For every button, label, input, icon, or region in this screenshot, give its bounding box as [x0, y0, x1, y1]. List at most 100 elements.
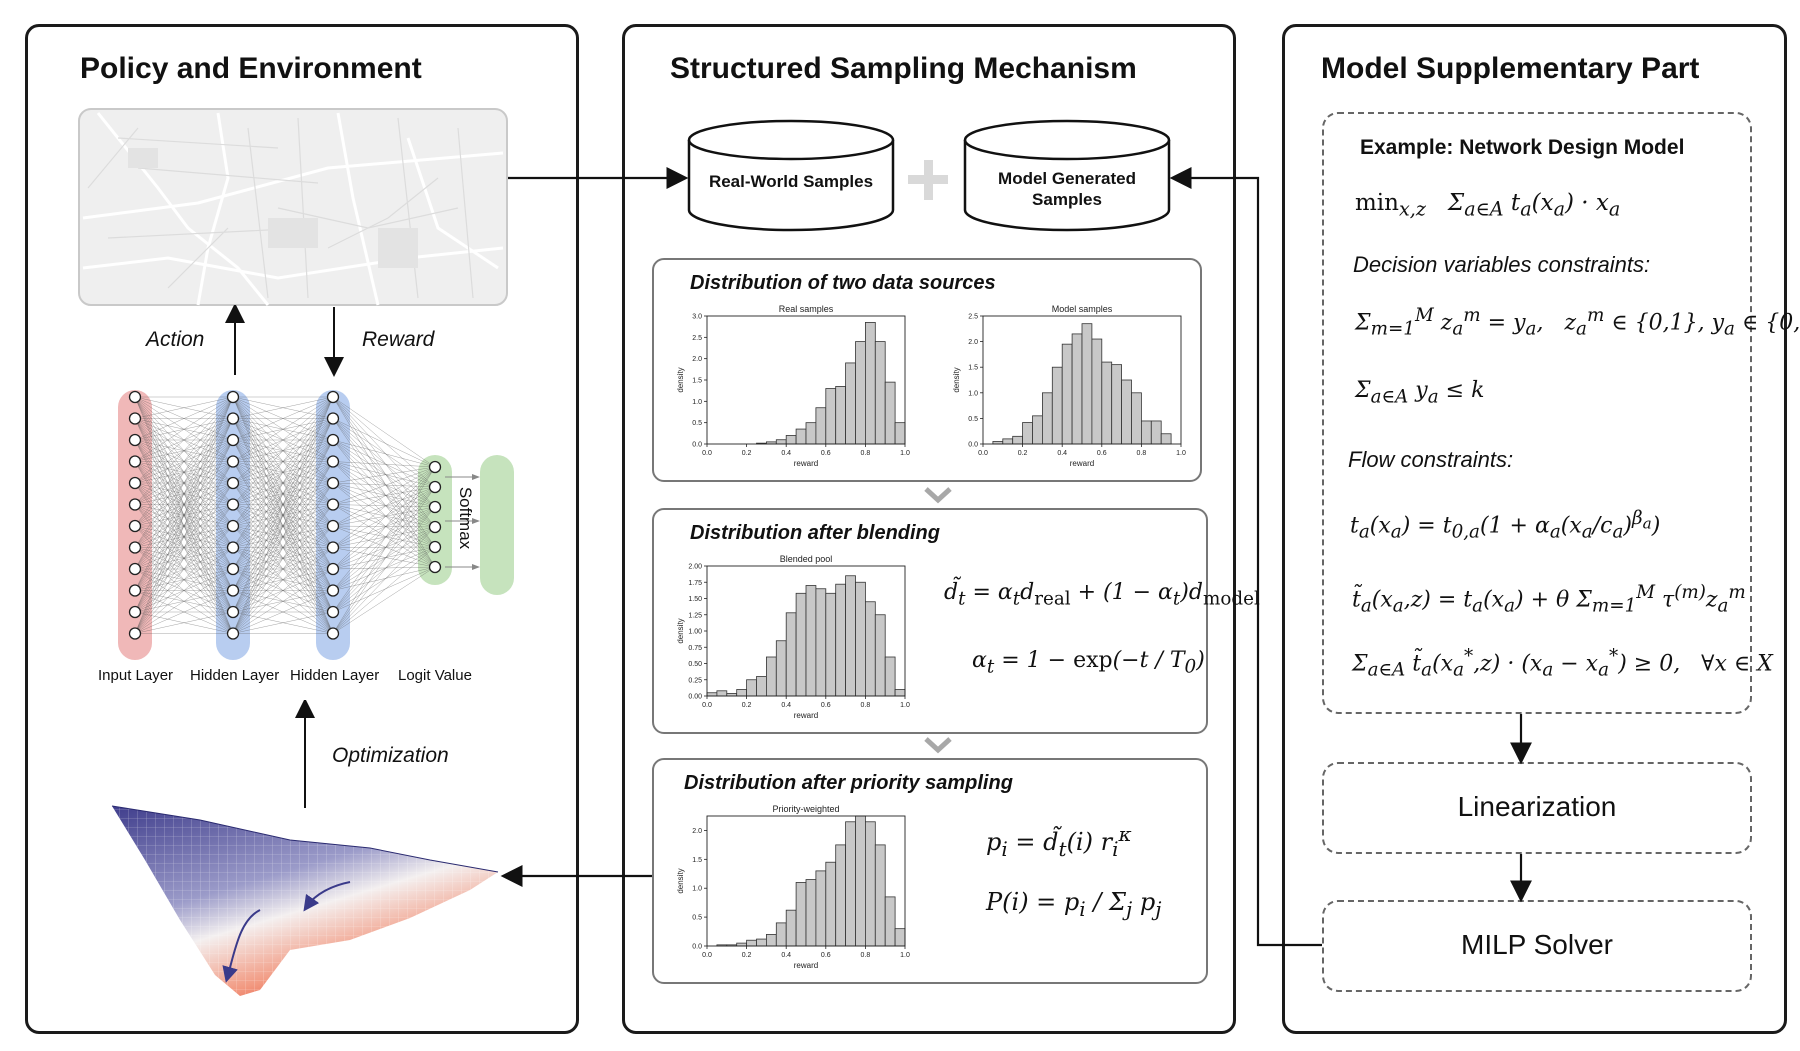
y-tick-label: 0.5	[968, 416, 978, 423]
nn-node	[326, 584, 340, 597]
nn-edge	[332, 418, 436, 508]
x-tick-label: 0.8	[861, 952, 871, 959]
nn-edge	[332, 546, 436, 634]
nn-edge	[332, 396, 436, 568]
plus-icon	[908, 160, 948, 200]
histogram-bar	[884, 381, 896, 445]
card-title-blending: Distribution after blending	[690, 522, 940, 544]
y-tick-label: 1.00	[688, 629, 702, 636]
chevron-down-icon	[924, 737, 952, 754]
x-axis-label: reward	[794, 961, 818, 970]
model-samples-line2: Samples	[1032, 190, 1102, 209]
y-tick-label: 2.0	[692, 356, 702, 363]
histogram-bar	[825, 592, 837, 697]
nn-node	[226, 562, 240, 576]
nn-edge	[232, 396, 334, 591]
histogram-bar	[795, 882, 807, 947]
decision-constraint-1: Σm=1M zam = ya, zam ∈ {0,1}, ya ∈ {0,1}	[1355, 305, 1800, 340]
chart-title: Real samples	[779, 304, 834, 314]
y-axis-label: density	[676, 868, 685, 893]
arrowhead	[472, 564, 480, 570]
nn-edge	[332, 396, 436, 548]
x-tick-label: 0.0	[702, 450, 712, 457]
nn-edge	[332, 482, 436, 548]
x-tick-label: 0.6	[821, 952, 831, 959]
nn-edge	[332, 526, 436, 548]
y-tick-label: 0.0	[968, 442, 978, 449]
nn-edge	[332, 461, 436, 508]
reward-label: Reward	[362, 328, 435, 351]
nn-edge	[332, 466, 436, 527]
nn-node	[428, 480, 442, 494]
nn-node	[226, 519, 240, 533]
nn-edge	[232, 396, 334, 419]
nn-edge	[332, 504, 436, 528]
alpha-schedule-formula: αt = 1 − exp(−t / T0)	[972, 648, 1205, 678]
nn-edge	[232, 396, 334, 441]
nn-edge	[332, 486, 436, 527]
histogram-bar	[825, 388, 837, 445]
histogram-bar	[855, 341, 866, 445]
nn-node	[128, 433, 142, 447]
x-tick-label: 0.2	[1018, 450, 1028, 457]
histogram-bar	[835, 583, 846, 697]
nn-edge	[332, 566, 436, 591]
nn-edge	[332, 526, 436, 570]
flow-constraints-label: Flow constraints:	[1348, 447, 1514, 472]
nn-edge	[332, 482, 436, 508]
nn-node	[226, 584, 240, 597]
nn-node	[226, 455, 240, 468]
histogram-bar	[706, 692, 718, 697]
optimization-label: Optimization	[332, 744, 449, 767]
histogram-bar	[874, 341, 886, 445]
layer-label-hidden-2: Hidden Layer	[290, 667, 380, 684]
x-tick-label: 0.8	[861, 450, 871, 457]
nn-node	[128, 605, 142, 619]
histogram-bar	[795, 592, 807, 697]
histogram-bar	[766, 656, 777, 697]
panel-model-supplementary	[1282, 24, 1787, 1034]
nn-edge	[332, 504, 436, 508]
y-tick-label: 1.50	[688, 596, 702, 603]
nn-edge	[332, 466, 436, 613]
chevron-down-icon	[924, 487, 952, 504]
histogram-bar	[785, 435, 797, 445]
nn-node	[326, 627, 340, 640]
nn-edge	[332, 461, 436, 468]
nn-node	[326, 390, 340, 404]
nn-edge	[332, 418, 436, 488]
x-tick-label: 0.4	[781, 450, 791, 457]
chart-title: Model samples	[1052, 304, 1113, 314]
histogram-bar	[756, 938, 767, 947]
nn-edge	[332, 486, 436, 548]
nn-edge	[332, 486, 436, 634]
nn-edge	[232, 396, 334, 570]
x-tick-label: 0.0	[702, 702, 712, 709]
histogram-bar	[795, 428, 807, 445]
nn-edge	[332, 466, 436, 484]
nn-node	[226, 498, 240, 511]
y-tick-label: 1.5	[968, 365, 978, 372]
nn-node	[226, 627, 240, 640]
nn-node	[326, 519, 340, 533]
nn-node	[128, 390, 142, 404]
nn-edge	[332, 525, 436, 568]
nn-edge	[332, 466, 436, 634]
network-design-model-box	[1322, 112, 1752, 714]
nn-edge	[332, 461, 436, 568]
y-tick-label: 2.0	[968, 339, 978, 346]
y-tick-label: 2.00	[688, 564, 702, 571]
nn-node	[128, 455, 142, 468]
layer-label-input: Input Layer	[98, 667, 174, 684]
nn-edge	[134, 396, 234, 419]
milp-solver-box	[1322, 900, 1752, 992]
panel-title-policy: Policy and Environment	[80, 52, 422, 85]
nn-edge	[332, 506, 436, 548]
nn-node	[326, 541, 340, 554]
y-tick-label: 0.25	[688, 677, 702, 684]
nn-edge	[332, 546, 436, 613]
histogram-bar	[785, 909, 797, 947]
histogram-bar	[775, 922, 787, 947]
histogram-bar	[864, 321, 876, 445]
linearization-box	[1322, 762, 1752, 854]
